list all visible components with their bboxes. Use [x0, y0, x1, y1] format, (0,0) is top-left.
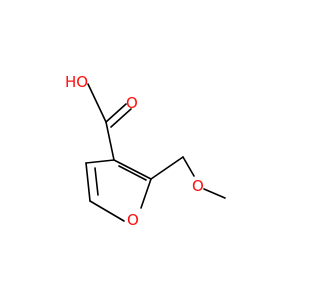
bond-c2-o1 [140, 178, 152, 209]
bond-o1-c5 [89, 200, 125, 222]
bond-ch2-o [182, 156, 195, 177]
atom-label-furan-oxygen: O [127, 211, 139, 229]
atom-label-ether-oxygen: O [192, 177, 204, 195]
bond-c-o-double-2 [110, 108, 132, 128]
bond-c-o-double-1 [105, 103, 127, 123]
bond-o-ch3 [203, 188, 226, 199]
bond-c3-c2-inner [118, 165, 147, 181]
bond-c-ring [105, 121, 115, 161]
bond-c2-ch2 [150, 156, 184, 180]
bond-c5-c4-outer [85, 162, 91, 202]
bond-c5-c4-inner [94, 167, 99, 196]
atom-label-carbonyl-oxygen: O [126, 94, 138, 112]
atom-label-hydroxyl: HO [65, 73, 88, 91]
bond-c4-c3 [85, 159, 115, 164]
structure-canvas: HO O O O [65, 73, 226, 229]
bond-c-oh [87, 83, 107, 123]
molecule-drawing: HO O O O [65, 73, 226, 229]
bond-c3-c2-outer [113, 159, 152, 180]
